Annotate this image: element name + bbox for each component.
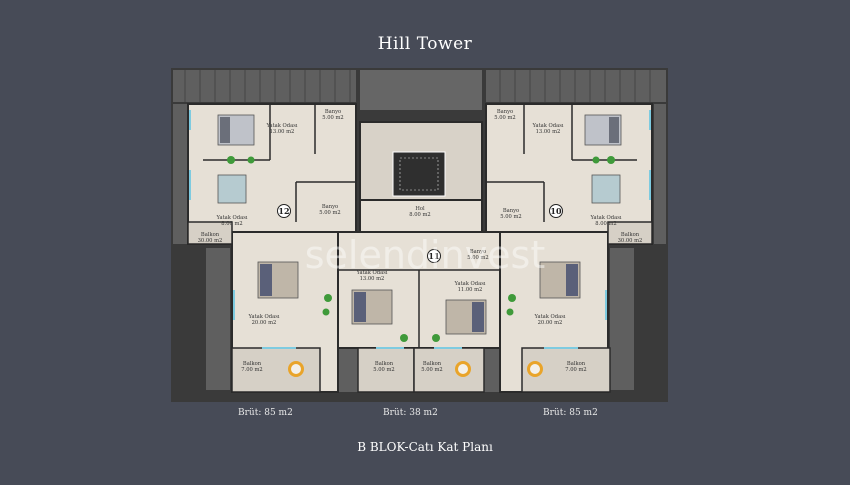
room-name: Yatak Odası: [247, 314, 279, 320]
room-name: Yatak Odası: [265, 123, 297, 129]
roof-left-lower: [206, 248, 230, 390]
bed-icons: [217, 114, 622, 335]
room-area: 8.00 m2: [595, 221, 616, 227]
room-area: 8.00 m2: [221, 221, 242, 227]
room-name: Balkon: [567, 361, 586, 367]
room-name: Balkon: [621, 232, 640, 238]
room-area: 7.00 m2: [241, 367, 262, 373]
room-name: Banyo: [322, 204, 338, 210]
room-name: Balkon: [375, 361, 394, 367]
room-name: Yatak Odası: [533, 314, 565, 320]
gross-area-label: Brüt: 85 m2: [238, 408, 293, 418]
room-area: 5.00 m2: [494, 115, 515, 121]
balconies: [187, 221, 653, 393]
room-name: Hol: [415, 206, 425, 212]
gross-area-label: Brüt: 38 m2: [383, 408, 438, 418]
room-area: 5.00 m2: [500, 214, 521, 220]
plan-title: Hill Tower: [377, 34, 473, 54]
room-name: Banyo: [497, 109, 513, 115]
gross-area-label: Brüt: 85 m2: [543, 408, 598, 418]
watermark-text: selendinvest: [305, 233, 546, 277]
room-name: Yatak Odası: [355, 270, 387, 276]
room-area: 8.00 m2: [409, 212, 430, 218]
room-area: 5.00 m2: [319, 210, 340, 216]
table-icons: [288, 361, 543, 377]
interior-walls: [203, 104, 637, 348]
unit-marker-10: [549, 204, 563, 218]
unit-label-10: 10: [550, 206, 562, 216]
roof-top-left: [173, 70, 356, 102]
roof-right-lower: [610, 248, 634, 390]
stair-core: [392, 151, 446, 197]
unit-label-12: 12: [278, 206, 289, 216]
room-area: 7.00 m2: [565, 367, 586, 373]
room-name: Balkon: [201, 232, 220, 238]
unit-markers: 12 11 10: [277, 204, 563, 263]
roof-right-side: [654, 104, 666, 244]
window-strips: [189, 110, 651, 349]
unit-marker-11: [427, 249, 441, 263]
room-name: Yatak Odası: [589, 215, 621, 221]
room-labels: Yatak Odası 13.00 m2 Banyo 5.00 m2 Yatak…: [198, 109, 643, 373]
room-name: Banyo: [470, 249, 486, 255]
room-area: 13.00 m2: [270, 129, 295, 135]
room-name: Banyo: [503, 208, 519, 214]
plant-icons: [227, 156, 615, 342]
room-area: 5.00 m2: [322, 115, 343, 121]
roof-left-side: [173, 104, 187, 244]
room-area: 5.00 m2: [373, 367, 394, 373]
roof-top-right: [486, 70, 666, 102]
room-area: 20.00 m2: [252, 320, 277, 326]
room-area: 20.00 m2: [538, 320, 563, 326]
room-area: 5.00 m2: [467, 255, 488, 261]
plan-subtitle: B BLOK-Catı Kat Planı: [357, 440, 493, 454]
room-area: 13.00 m2: [360, 276, 385, 282]
room-name: Yatak Odası: [215, 215, 247, 221]
room-name: Balkon: [243, 361, 262, 367]
unit-marker-12: [277, 204, 291, 218]
unit-label-11: 11: [428, 251, 439, 261]
room-area: 30.00 m2: [618, 238, 643, 244]
room-area: 5.00 m2: [421, 367, 442, 373]
room-name: Balkon: [423, 361, 442, 367]
room-name: Yatak Odası: [453, 281, 485, 287]
room-name: Yatak Odası: [531, 123, 563, 129]
room-area: 13.00 m2: [536, 129, 561, 135]
room-area: 30.00 m2: [198, 238, 223, 244]
roof-top-center: [360, 70, 482, 110]
room-area: 11.00 m2: [458, 287, 483, 293]
room-name: Banyo: [325, 109, 341, 115]
